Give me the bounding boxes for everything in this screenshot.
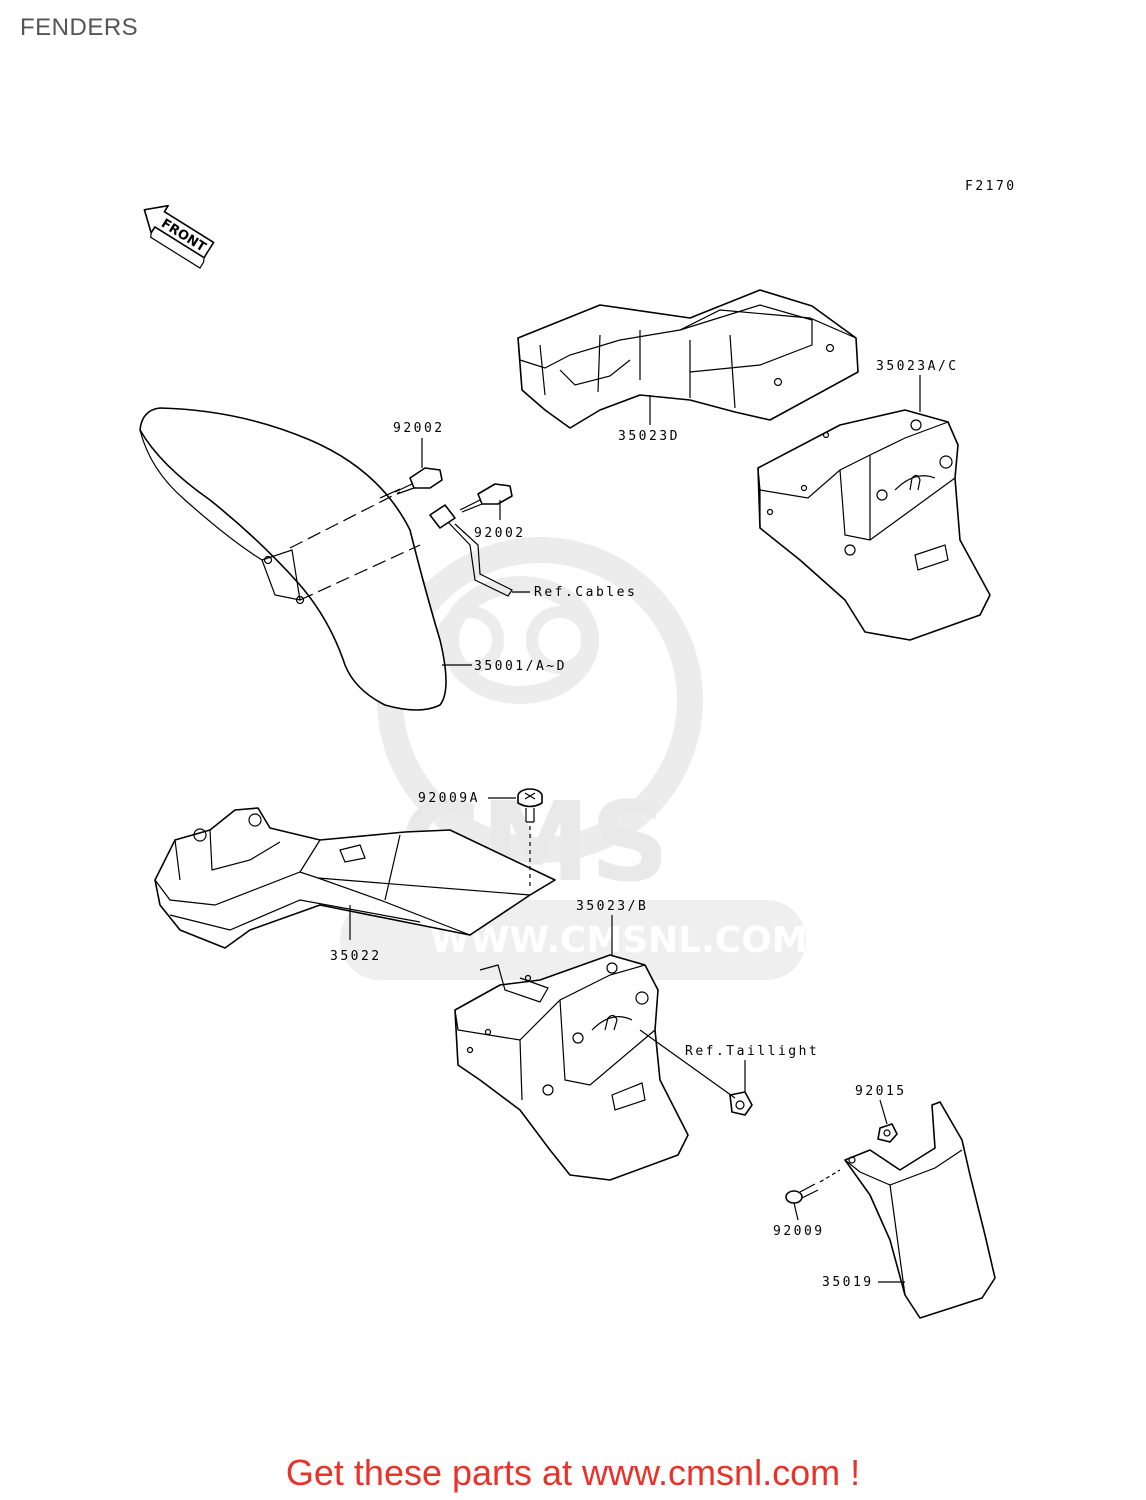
- part-35001-front-fender: [139, 407, 447, 711]
- label-92015: 92015: [855, 1084, 907, 1099]
- footer-promo-link[interactable]: Get these parts at www.cmsnl.com !: [285, 1452, 861, 1493]
- label-ref-cables: Ref.Cables: [534, 585, 637, 600]
- label-35019: 35019: [822, 1275, 874, 1290]
- label-92002-top: 92002: [393, 421, 445, 436]
- leader-92009: [793, 1202, 799, 1221]
- part-35022-inner-fender: [154, 807, 556, 949]
- label-ref-taillight: Ref.Taillight: [685, 1044, 819, 1059]
- screw-92009a: [517, 788, 543, 888]
- cable-guide-bracket: [429, 504, 513, 597]
- watermark-site-text: WWW.CMSNL.COM: [430, 920, 808, 961]
- part-35023b-rear-fender: [454, 954, 689, 1181]
- label-35001: 35001/A~D: [474, 659, 567, 674]
- label-35023d: 35023D: [618, 429, 680, 444]
- taillight-bolt: [729, 1091, 753, 1116]
- part-35023ac-rear-fender: [757, 409, 991, 641]
- label-35023b: 35023/B: [576, 899, 648, 914]
- label-92002-bottom: 92002: [474, 526, 526, 541]
- screw-92009: [785, 1169, 841, 1204]
- part-35023d-tray: [517, 289, 859, 429]
- leader-92015: [879, 1099, 888, 1125]
- bolt-92002-top: [379, 467, 443, 499]
- bolt-92002-bottom: [459, 483, 513, 513]
- page-title: FENDERS: [20, 14, 139, 41]
- front-arrow-icon: FRONT: [143, 204, 215, 269]
- leader-ref-taillight: [639, 1029, 736, 1099]
- label-92009: 92009: [773, 1224, 825, 1239]
- label-35023ac: 35023A/C: [876, 359, 959, 374]
- parts-diagram: CMS WWW.CMSNL.COM F2170 FRONT: [139, 179, 1017, 1319]
- part-35019-mud-flap: [844, 1101, 996, 1319]
- label-35022: 35022: [330, 949, 382, 964]
- nut-92015: [877, 1123, 898, 1143]
- figure-code: F2170: [965, 179, 1017, 194]
- label-92009a: 92009A: [418, 791, 480, 806]
